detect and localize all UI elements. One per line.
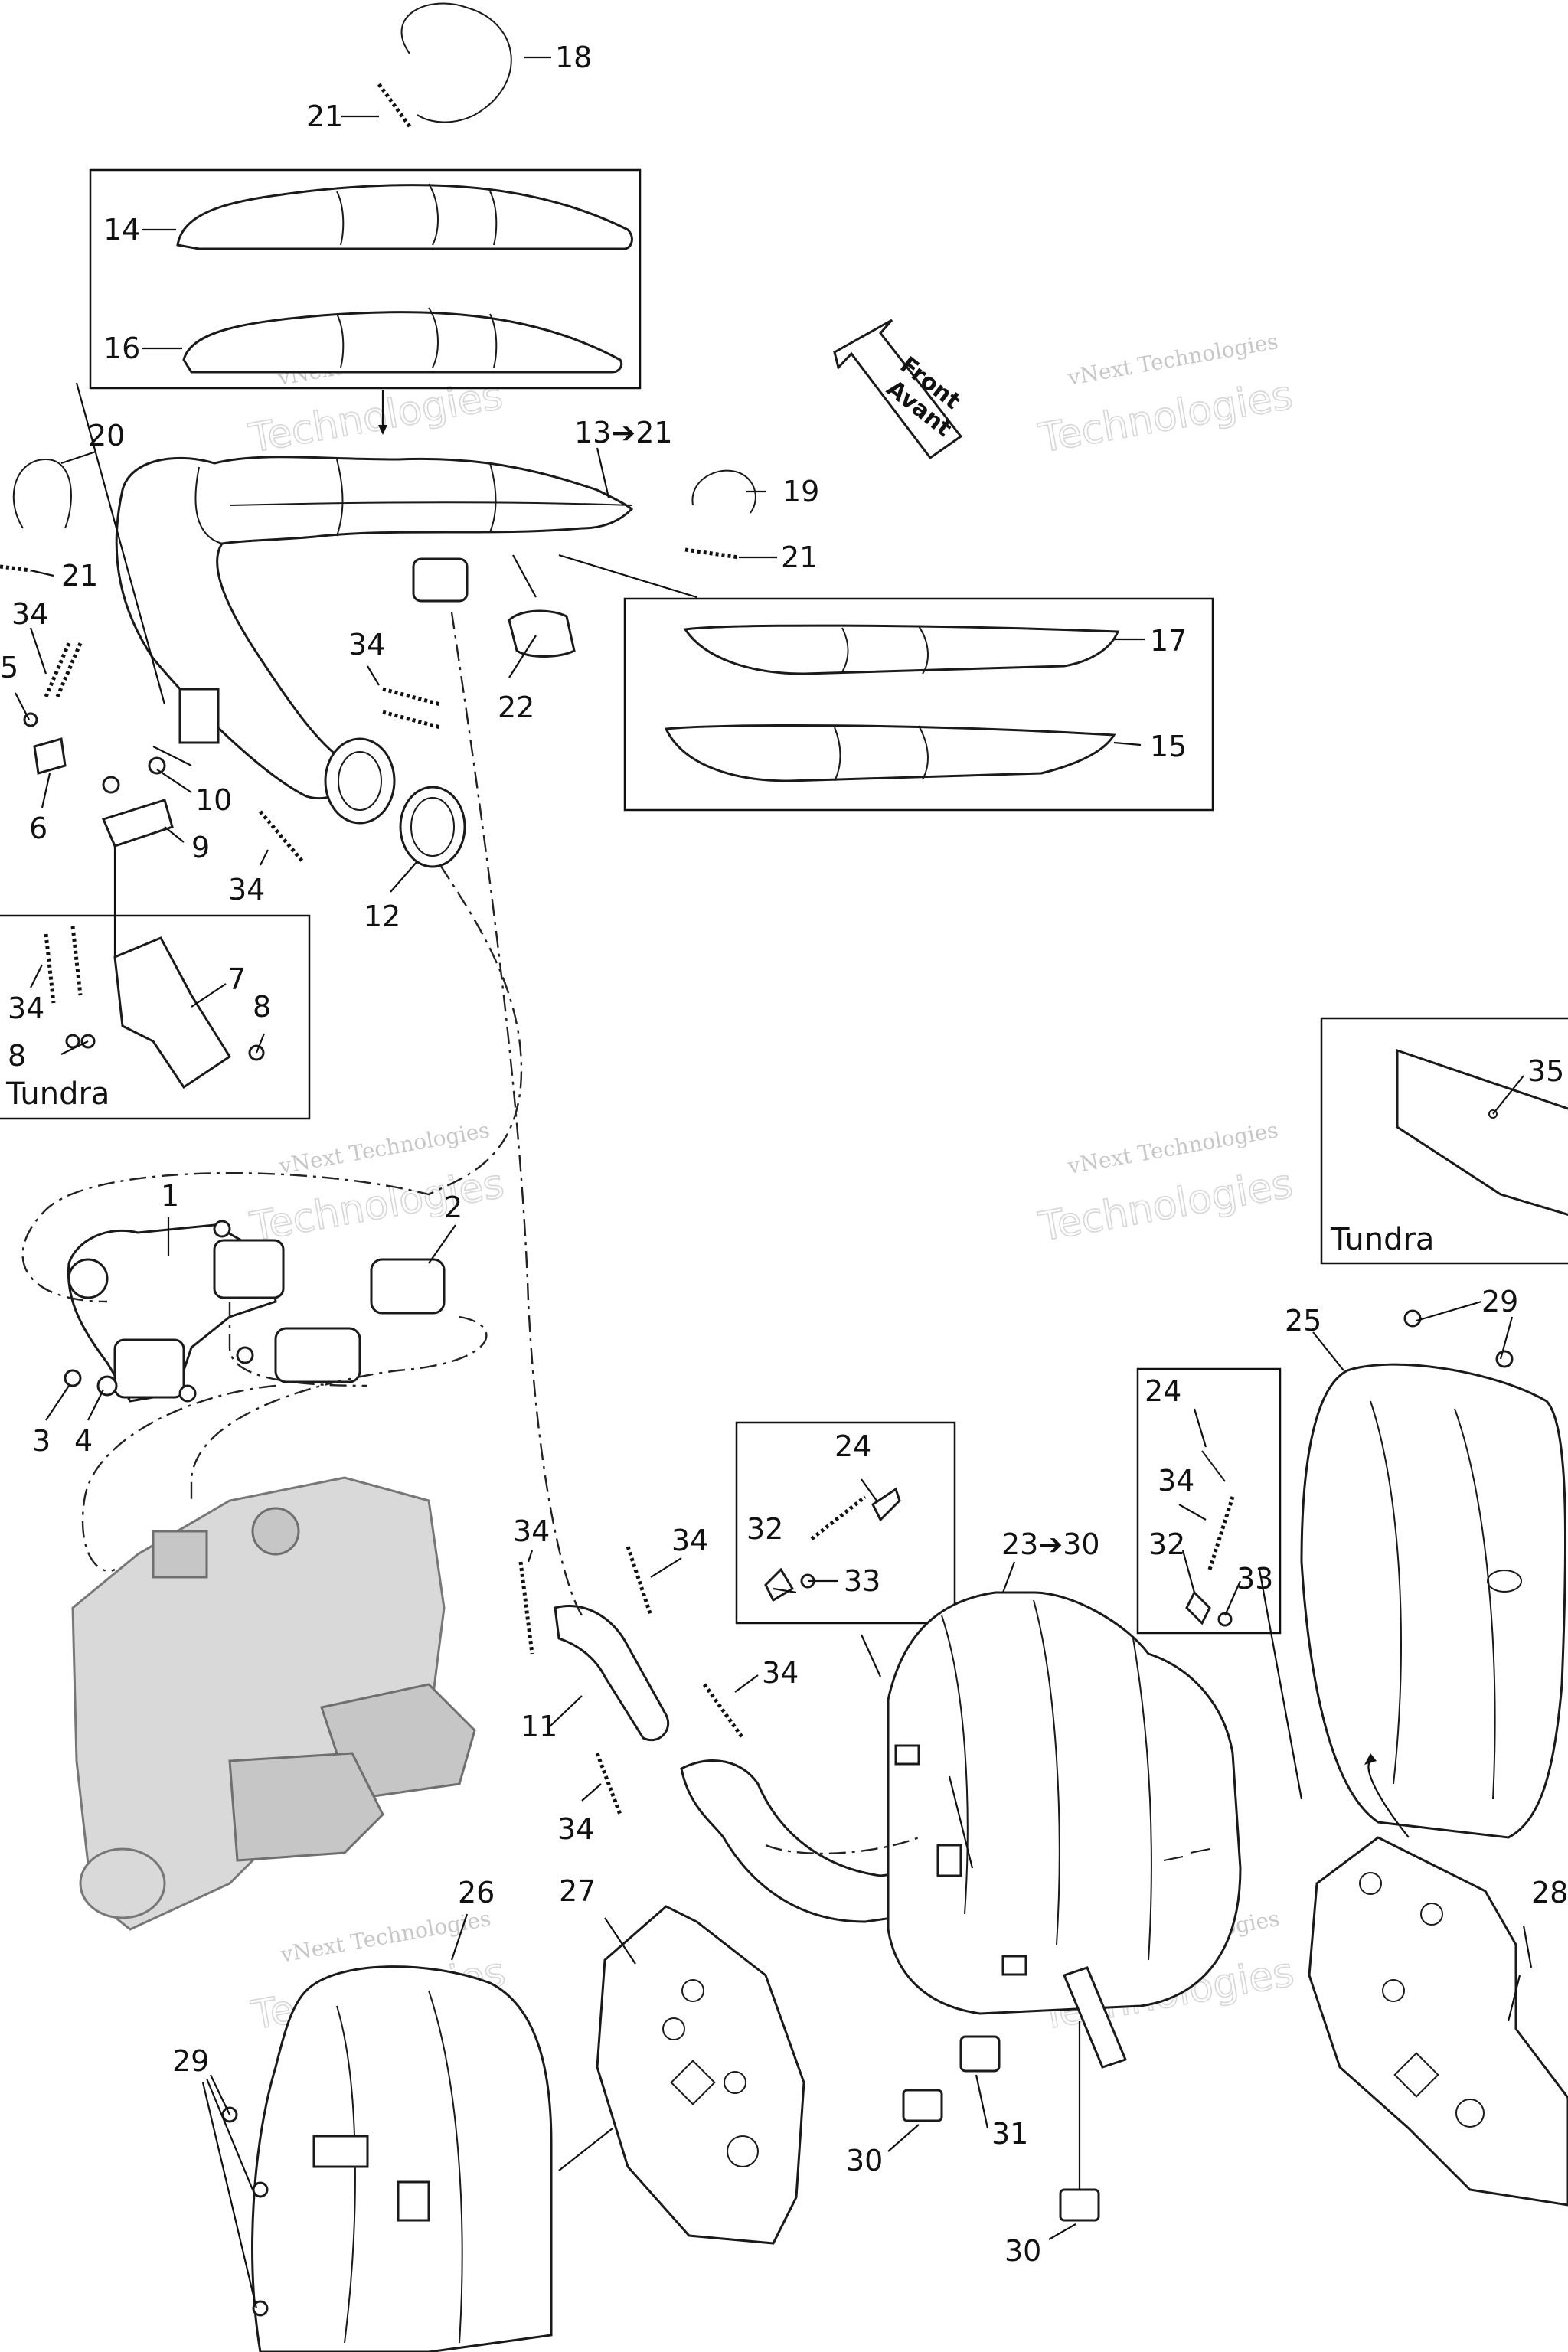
callout-label: 32 [746, 1512, 783, 1546]
callout-label: 35 [1527, 1054, 1564, 1088]
callout-label: 25 [1285, 1304, 1321, 1338]
callout-label: 32 [1148, 1527, 1185, 1561]
callout-label: 34 [1158, 1464, 1194, 1498]
heat-shield-17-part [683, 624, 1120, 675]
clamp-20-part [12, 458, 72, 529]
callout-label: 26 [458, 1876, 495, 1909]
heat-shield-15-part [664, 724, 1116, 782]
rubber-block-30-part [902, 2089, 943, 2122]
tuned-pipe-part [115, 456, 634, 825]
callout-labels: 18 21 14 16 20 13➔21 19 21 21 34 5 6 34 … [0, 41, 1568, 2268]
callout-label: 34 [8, 991, 44, 1025]
callout-label: 12 [364, 900, 400, 933]
tundra-label: Tundra [5, 1076, 109, 1112]
callout-label: 34 [228, 873, 265, 906]
callout-label: 29 [172, 2044, 209, 2078]
clamp-22-part [508, 609, 576, 658]
heat-shield-kit-frame-top [89, 168, 642, 390]
assembly-path-lines [21, 612, 920, 1855]
callout-label: 7 [227, 962, 246, 996]
spring-kit-frame-center [735, 1421, 956, 1625]
callout-label: 18 [555, 41, 592, 74]
callout-label: 17 [1150, 624, 1187, 658]
spring-kit-frame-right [1136, 1367, 1282, 1635]
bracket-part [23, 382, 192, 957]
callout-label: 34 [671, 1524, 708, 1557]
clamp-ring-part [377, 2, 512, 128]
connector-pipe-11-part [554, 1604, 946, 1923]
callout-label: 21 [306, 100, 343, 133]
callout-label: 29 [1481, 1285, 1518, 1318]
callout-label: 34 [557, 1812, 594, 1846]
callout-label: 22 [498, 691, 534, 724]
heat-shield-14-part [176, 183, 633, 250]
heat-shield-26-part [221, 1965, 553, 2352]
heat-shield-kit-frame-right [623, 597, 1214, 812]
heat-shield-16-part [182, 307, 623, 374]
callout-label: 10 [195, 783, 232, 817]
callout-label: 8 [8, 1039, 26, 1073]
callout-label: 4 [74, 1424, 93, 1458]
sealing-ring-12-part [399, 786, 466, 868]
spring-hook-24-part [871, 1487, 901, 1522]
callout-label: 30 [846, 2144, 883, 2177]
clamp-19-part [691, 469, 756, 514]
callout-label: 23➔30 [1001, 1527, 1100, 1561]
muffler-23-part [887, 1591, 1242, 2015]
callout-label: 30 [1004, 2234, 1041, 2268]
callout-label: 34 [348, 628, 385, 662]
callout-label: 8 [253, 990, 271, 1024]
callout-label: 33 [844, 1564, 880, 1598]
clip-31-part [959, 2035, 1001, 2073]
callout-label: 31 [991, 2117, 1028, 2151]
front-direction-arrow: Front Avant [833, 318, 965, 460]
leader-lines [15, 56, 1533, 2309]
callout-label: 24 [1145, 1374, 1181, 1408]
spring-clip-32-part [764, 1567, 795, 1602]
callout-label: 20 [88, 419, 125, 452]
callout-label: 1 [161, 1179, 179, 1213]
callout-label: 16 [103, 332, 140, 365]
tundra-deflector-frame [1320, 1017, 1568, 1265]
tundra-deflector-35-part [1396, 1048, 1568, 1216]
spring-clip-32-part [1185, 1590, 1211, 1625]
callout-label: 34 [513, 1514, 550, 1548]
spring-34-part [44, 642, 1235, 1815]
engine-part [71, 1476, 476, 1931]
callout-label: 13➔21 [574, 416, 673, 449]
callout-label: 3 [32, 1424, 51, 1458]
callout-label: 19 [782, 475, 819, 508]
callout-label: 34 [762, 1656, 799, 1690]
rubber-block-30-part [1059, 2188, 1100, 2222]
insulation-27-part [596, 1905, 805, 2245]
callout-label: 14 [103, 213, 140, 247]
callout-label: 24 [835, 1429, 871, 1463]
tundra-label: Tundra [1330, 1222, 1434, 1257]
callout-label: 21 [781, 541, 818, 574]
callout-label: 33 [1236, 1562, 1273, 1596]
insulation-28-part [1308, 1836, 1568, 2207]
tundra-support-7-part [65, 936, 265, 1089]
callout-label: 28 [1531, 1876, 1568, 1909]
tundra-support-frame [0, 914, 311, 1120]
muffler-bracket-part [1062, 1966, 1128, 2069]
callout-label: 34 [11, 597, 48, 631]
callout-label: 11 [521, 1710, 557, 1743]
exhaust-manifold-part [64, 1220, 446, 1403]
callout-label: 5 [0, 651, 18, 684]
heat-shield-25-part [1300, 1309, 1567, 1839]
callout-label: 6 [29, 812, 47, 845]
callout-label: 9 [191, 831, 210, 864]
spring-nut-33-part [1217, 1612, 1233, 1627]
callout-label: 21 [61, 559, 98, 593]
callout-label: 2 [444, 1191, 462, 1224]
callout-label: 15 [1150, 730, 1187, 763]
callout-label: 27 [559, 1874, 596, 1908]
spring-hook-24-part [1201, 1450, 1226, 1482]
